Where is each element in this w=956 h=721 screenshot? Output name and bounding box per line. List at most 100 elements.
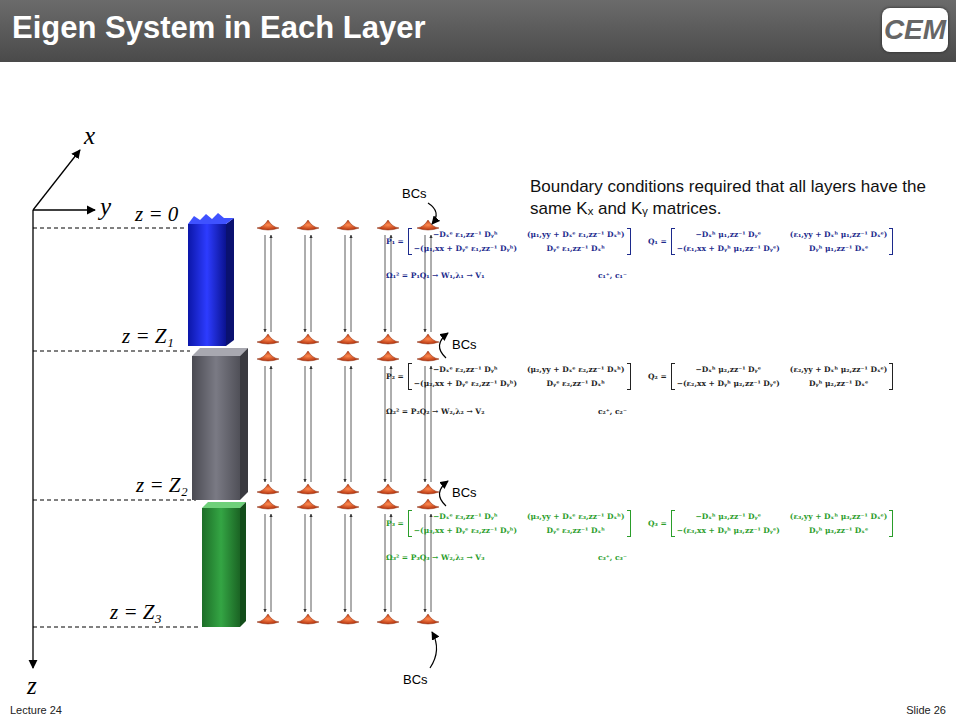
eq-label: P₂ = <box>386 372 404 381</box>
wave-arrow <box>311 514 312 612</box>
wave-arrow <box>385 235 386 332</box>
matrix-entry: −(μ₂,xx + Dᵧᵉ ε₂,zz⁻¹ Dᵧʰ) <box>414 379 517 388</box>
eq-line: Ω₃² = P₃Q₃ → W₂,λ₂ → V₃ <box>386 553 484 562</box>
eq-block: Q₃ = −Dₓʰ μ₃,zz⁻¹ Dᵧᵉ(ε₃,yy + Dₓʰ μ₃,zz⁻¹… <box>648 510 893 537</box>
eq-label: P₁ = <box>386 237 404 246</box>
wave-arrow <box>351 514 352 612</box>
matrix-entry: −Dₓᵉ ε₁,zz⁻¹ Dᵧʰ <box>433 230 498 239</box>
matrix-entry: −Dₓʰ μ₂,zz⁻¹ Dᵧᵉ <box>695 365 761 374</box>
eigen-line: Ω₁² = P₁Q₁ → W₁,λ₁ → V₁ <box>386 271 484 280</box>
field-point <box>297 499 319 509</box>
field-point <box>417 351 439 361</box>
eq-line: Ω₂² = P₂Q₂ → W₂,λ₂ → V₂ <box>386 407 484 416</box>
field-point <box>257 499 279 509</box>
eigen-line: Ω₂² = P₂Q₂ → W₂,λ₂ → V₂ <box>386 407 484 416</box>
eq-label: Q₁ = <box>648 237 667 246</box>
field-point <box>377 484 399 494</box>
matrix-entry: (μ₃,yy + Dₓᵉ ε₃,zz⁻¹ Dₓʰ) <box>527 512 625 521</box>
field-point <box>377 614 399 624</box>
wave-arrow <box>271 235 272 332</box>
wave-arrow <box>345 514 346 612</box>
eq-block: Q₂ = −Dₓʰ μ₂,zz⁻¹ Dᵧᵉ (ε₂,yy + Dₓʰ μ₂,zz⁻¹… <box>648 363 893 390</box>
matrix-entry: −Dₓᵉ ε₃,zz⁻¹ Dᵧʰ <box>433 512 498 521</box>
eq-label: Q₂ = <box>648 372 667 381</box>
field-point <box>337 499 359 509</box>
eq-label: P₂ = <box>386 372 404 381</box>
eq-text: c₁⁺, c₁⁻ <box>598 271 627 280</box>
eq-line: c₁⁺, c₁⁻ <box>598 271 627 280</box>
eq-label: Q₃ = <box>648 519 667 528</box>
bc-label: BCs <box>403 672 428 687</box>
axis-label: z <box>27 672 37 700</box>
wave-arrow <box>265 514 266 612</box>
matrix-entry: Dᵧʰ μ₂,zz⁻¹ Dₓᵉ <box>809 379 868 388</box>
matrix: −Dₓᵉ ε₃,zz⁻¹ Dᵧʰ (μ₃,yy + Dₓᵉ ε₃,zz⁻¹ Dₓʰ… <box>408 510 631 537</box>
matrix-entry: −Dₓᵉ ε₂,zz⁻¹ Dᵧʰ <box>433 365 498 374</box>
field-point <box>297 351 319 361</box>
matrix-entry: (ε₁,yy + Dₓʰ μ₁,zz⁻¹ Dₓᵉ) <box>790 230 888 239</box>
matrix-entry: −(ε₃,xx + Dᵧʰ μ₃,zz⁻¹ Dᵧᵉ) <box>677 526 780 535</box>
matrix-entry: −(ε₂,xx + Dᵧʰ μ₂,zz⁻¹ Dᵧᵉ) <box>677 379 780 388</box>
layer-blocks <box>188 213 248 627</box>
wave-arrow <box>305 366 306 482</box>
wave-arrow <box>271 366 272 482</box>
matrix-entry: (ε₃,yy + Dₓʰ μ₃,zz⁻¹ Dₓᵉ) <box>790 512 888 521</box>
wave-arrow <box>391 514 392 612</box>
field-point <box>297 614 319 624</box>
eq-text: c₃⁺, c₃⁻ <box>598 553 627 562</box>
matrix: −Dₓʰ μ₃,zz⁻¹ Dᵧᵉ(ε₃,yy + Dₓʰ μ₃,zz⁻¹ Dₓᵉ… <box>671 510 894 537</box>
eq-text: c₂⁺, c₂⁻ <box>598 407 627 416</box>
wave-arrow <box>391 235 392 332</box>
slide-title: Eigen System in Each Layer <box>12 10 426 46</box>
field-point <box>337 334 359 344</box>
field-point <box>337 614 359 624</box>
eq-line: Ω₁² = P₁Q₁ → W₁,λ₁ → V₁ <box>386 271 484 280</box>
field-point <box>377 499 399 509</box>
field-point <box>377 220 399 230</box>
note-text: Boundary conditions required that all la… <box>530 176 940 220</box>
wave-arrow <box>385 514 386 612</box>
wave-arrow <box>305 514 306 612</box>
field-point <box>297 334 319 344</box>
matrix: −Dₓᵉ ε₁,zz⁻¹ Dᵧʰ(μ₁,yy + Dₓᵉ ε₁,zz⁻¹ Dₓʰ… <box>408 228 631 255</box>
eq-label: Q₁ = <box>648 237 667 246</box>
field-grid <box>257 220 439 624</box>
logo: CEM <box>882 8 948 52</box>
interface-label: z = 0 <box>135 202 178 227</box>
matrix: −Dₓʰ μ₂,zz⁻¹ Dᵧᵉ (ε₂,yy + Dₓʰ μ₂,zz⁻¹ Dₓᵉ… <box>671 363 894 390</box>
field-point <box>417 499 439 509</box>
field-point <box>297 220 319 230</box>
matrix-entry: (ε₂,yy + Dₓʰ μ₂,zz⁻¹ Dₓᵉ) <box>790 365 888 374</box>
wave-arrow <box>351 366 352 482</box>
axis-label: y <box>100 193 111 221</box>
coefficient-line: c₂⁺, c₂⁻ <box>598 407 627 416</box>
field-point <box>257 484 279 494</box>
interface-label: z = Z₃ <box>110 600 162 625</box>
wave-arrow <box>385 366 386 482</box>
matrix-entry: Dᵧᵉ ε₃,zz⁻¹ Dₓʰ <box>547 526 605 535</box>
wave-arrow <box>305 235 306 332</box>
matrix-entry: −Dₓʰ μ₁,zz⁻¹ Dᵧᵉ <box>695 230 761 239</box>
field-point <box>257 351 279 361</box>
field-point <box>377 351 399 361</box>
matrix-entry: −(ε₁,xx + Dᵧʰ μ₁,zz⁻¹ Dᵧᵉ) <box>677 244 780 253</box>
matrix-entry: Dᵧʰ μ₁,zz⁻¹ Dₓᵉ <box>809 244 868 253</box>
eq-block: Q₁ = −Dₓʰ μ₁,zz⁻¹ Dᵧᵉ (ε₁,yy + Dₓʰ μ₁,zz⁻¹… <box>648 228 893 255</box>
eq-label: Q₂ = <box>648 372 667 381</box>
field-point <box>257 220 279 230</box>
eq-label: Q₃ = <box>648 519 667 528</box>
matrix-entry: Dᵧʰ μ₃,zz⁻¹ Dₓᵉ <box>809 526 868 535</box>
field-point <box>337 351 359 361</box>
wave-arrow <box>391 366 392 482</box>
eq-block: P₁ = −Dₓᵉ ε₁,zz⁻¹ Dᵧʰ(μ₁,yy + Dₓᵉ ε₁,zz⁻¹… <box>386 228 631 255</box>
matrix-entry: −(μ₁,xx + Dᵧᵉ ε₁,zz⁻¹ Dᵧʰ) <box>414 244 517 253</box>
matrix-entry: Dᵧᵉ ε₂,zz⁻¹ Dₓʰ <box>547 379 605 388</box>
wave-arrow <box>345 235 346 332</box>
field-point <box>417 220 439 230</box>
wave-arrow <box>265 235 266 332</box>
field-point <box>417 614 439 624</box>
field-point <box>337 220 359 230</box>
matrix: −Dₓᵉ ε₂,zz⁻¹ Dᵧʰ(μ₂,yy + Dₓᵉ ε₂,zz⁻¹ Dₓʰ… <box>408 363 631 390</box>
field-point <box>417 334 439 344</box>
